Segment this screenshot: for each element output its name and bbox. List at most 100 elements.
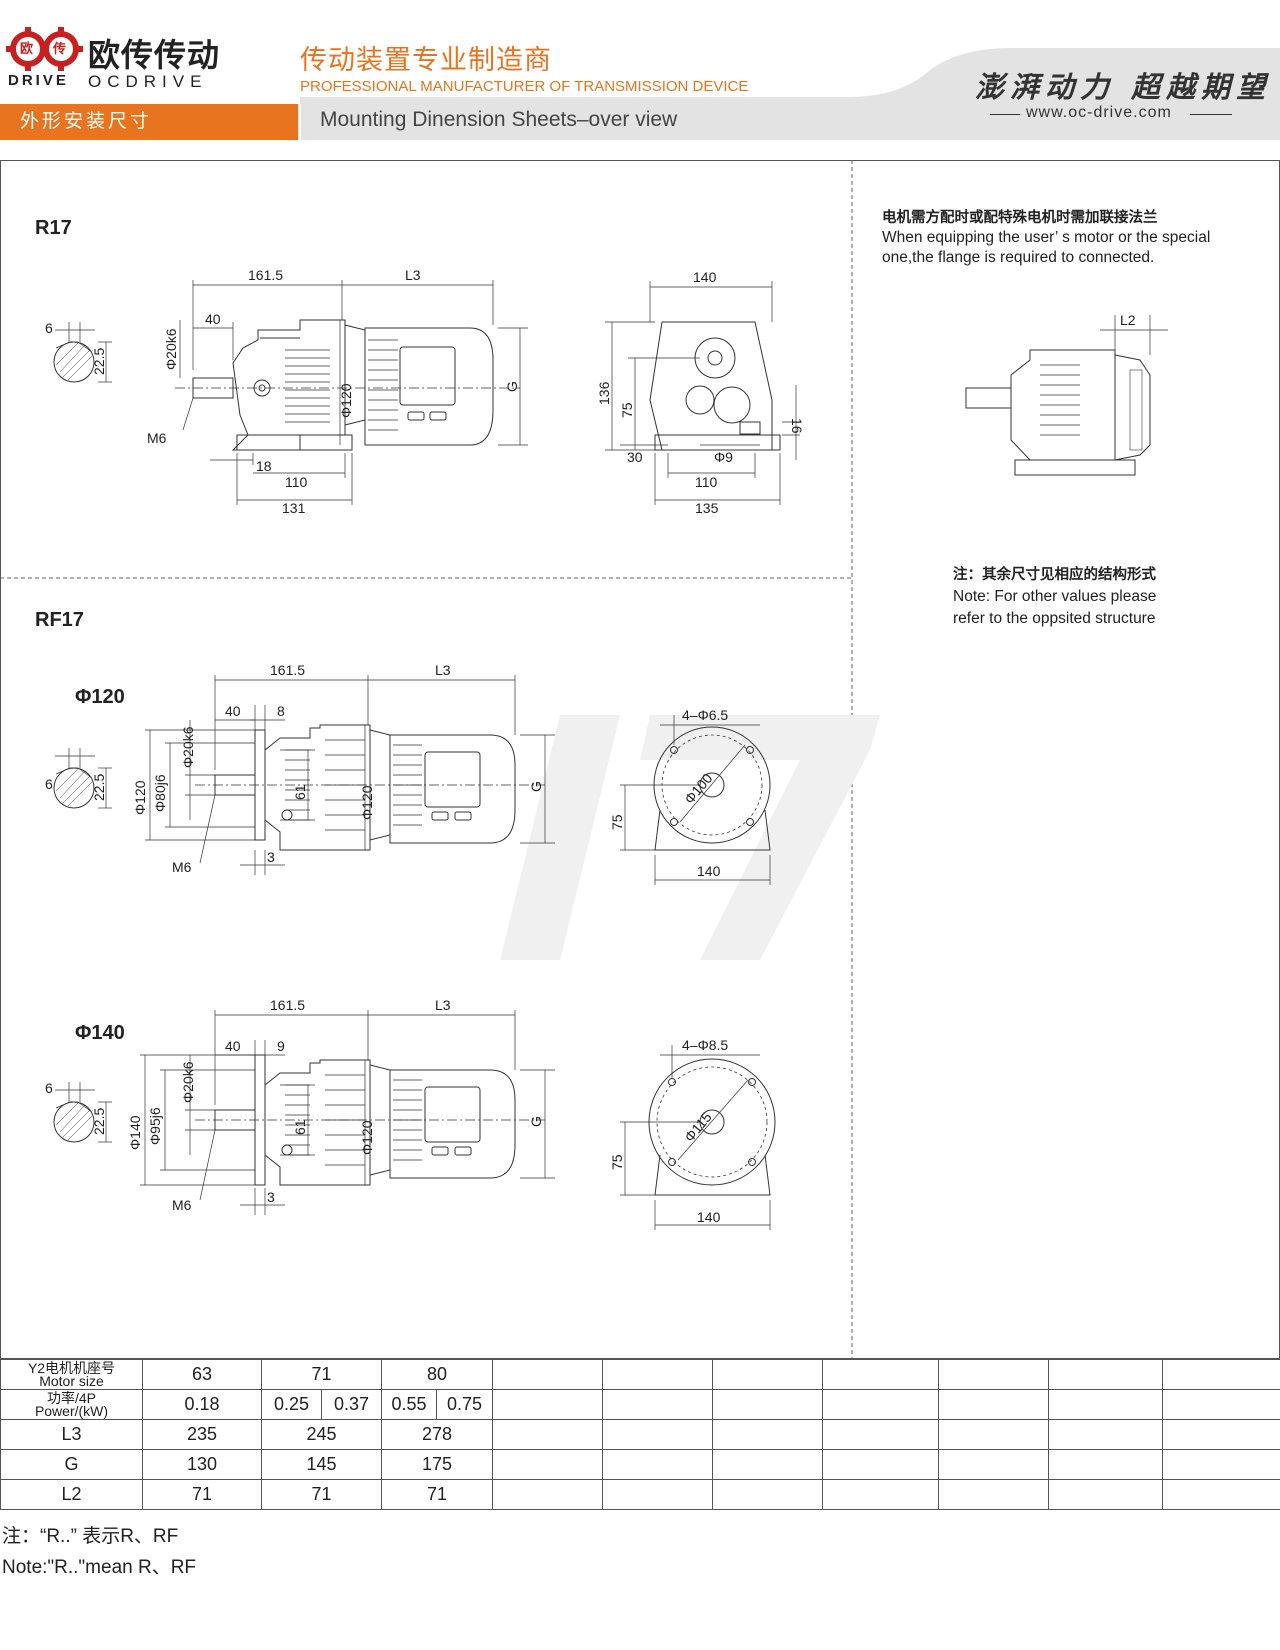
dim-phi120-motor: Φ120 [359, 785, 375, 820]
brand-name-en: OCDRIVE [88, 72, 208, 91]
l2-71: 71 [261, 1479, 382, 1510]
remark-note: 注：其余尺寸见相应的结构形式 Note: For other values pl… [953, 565, 1263, 629]
table-row-l3: L3 235 245 278 [0, 1419, 1280, 1450]
logo-char-1: 欧 [20, 41, 34, 56]
dim-phi20k6-b: Φ20k6 [180, 726, 196, 768]
dim-18: 18 [256, 458, 272, 474]
row-label-l2: L2 [0, 1479, 143, 1510]
gear-logo-icon [6, 27, 83, 71]
rf17-140-keyway: 6 22.5 [45, 1080, 112, 1143]
flange-sketch: L2 [965, 312, 1168, 476]
dim-61-c: 61 [292, 1119, 308, 1135]
dim-phi115: Φ115 [681, 1109, 715, 1145]
rf17-140-side-view: 161.5 L3 40 9 Φ140 Φ95j6 Φ20k6 61 Φ120 G… [127, 997, 555, 1215]
l3-63: 235 [142, 1419, 262, 1450]
l3-71: 245 [261, 1419, 382, 1450]
r17-front-view: 140 136 75 16 30 Φ9 110 135 [596, 269, 805, 516]
dim-phi100: Φ100 [681, 770, 716, 807]
dim-140: 140 [693, 269, 717, 285]
website-url: www.oc-drive.com [1026, 104, 1172, 121]
l2-63: 71 [142, 1479, 262, 1510]
dim-61: 61 [292, 784, 308, 800]
dim-m6-b: M6 [172, 859, 192, 875]
dim-phi120-motor-c: Φ120 [359, 1120, 375, 1155]
dim-40-c: 40 [225, 1038, 241, 1054]
remark-note-cn: 注：其余尺寸见相应的结构形式 [953, 567, 1156, 583]
dim-phi140-flange: Φ140 [127, 1115, 143, 1150]
dim-l3: L3 [405, 267, 421, 283]
dim-l2: L2 [1120, 312, 1136, 328]
power-2: 0.37 [321, 1389, 382, 1420]
logo-drive-text: DRIVE [8, 72, 69, 89]
dim-phi20k6-c: Φ20k6 [180, 1061, 196, 1103]
dim-6: 6 [45, 320, 53, 336]
dim-75: 75 [619, 402, 635, 418]
header-band [0, 0, 1280, 140]
hdr-power-cn: 功率/4P [46, 1389, 96, 1406]
dim-holes-8-5: 4–Φ8.5 [682, 1037, 728, 1053]
remark-note-en-1: Note: For other values please [953, 588, 1157, 605]
hdr-motor-cn: Y2电机机座号 [27, 1359, 116, 1376]
watermark-17 [500, 715, 880, 960]
dim-161-5-b: 161.5 [270, 662, 305, 678]
slogan-en: PROFESSIONAL MANUFACTURER OF TRANSMISSIO… [300, 78, 749, 95]
dim-3-c: 3 [267, 1189, 275, 1205]
rf17-120-side-view: 161.5 L3 40 8 Φ120 Φ80j6 Φ20k6 61 Φ120 G… [132, 662, 555, 875]
dim-75-b: 75 [609, 814, 625, 830]
dim-16: 16 [789, 418, 805, 434]
dim-161-5: 161.5 [248, 267, 283, 283]
row-label-l3: L3 [0, 1419, 143, 1450]
drawing-area: 161.5 L3 40 Φ20k6 Φ120 G M6 18 110 131 6… [0, 160, 1280, 1359]
l3-80: 278 [381, 1419, 493, 1450]
slogan-cn: 传动装置专业制造商 [300, 45, 552, 75]
g-71: 145 [261, 1449, 382, 1480]
power-4: 0.75 [436, 1389, 493, 1420]
title-r17: R17 [35, 217, 72, 239]
table-row-l2: L2 71 71 71 [0, 1479, 1280, 1510]
section-tab-label: 外形安装尺寸 [20, 111, 153, 132]
dim-8: 8 [277, 703, 285, 719]
logo-char-2: 传 [53, 41, 67, 56]
dim-135: 135 [695, 500, 719, 516]
dim-m6: M6 [147, 430, 167, 446]
dim-30: 30 [627, 449, 643, 465]
rf17-140-front-view: 4–Φ8.5 Φ115 75 140 [609, 1037, 776, 1230]
r17-keyway: 6 22.5 [45, 320, 112, 383]
rf17-120-front-view: 4–Φ6.5 Φ100 75 140 [609, 707, 771, 885]
dim-140-c: 140 [697, 1209, 721, 1225]
dim-131: 131 [282, 500, 306, 516]
dim-g-c: G [528, 1116, 544, 1127]
dim-l3-b: L3 [435, 662, 451, 678]
l2-80: 71 [381, 1479, 493, 1510]
dim-136: 136 [596, 381, 612, 405]
dim-22-5-b: 22.5 [91, 774, 107, 801]
g-80: 175 [381, 1449, 493, 1480]
section-tab: 外形安装尺寸 [0, 104, 298, 140]
logo: 欧 传 DRIVE [6, 24, 86, 89]
motor-note-cn: 电机需方配时或配特殊电机时需加联接法兰 [882, 210, 1158, 226]
hdr-power-en: Power/(kW) [34, 1402, 109, 1419]
dim-phi20k6: Φ20k6 [163, 328, 179, 370]
rf17-120-keyway: 6 22.5 [45, 748, 112, 809]
motor-size-71: 71 [261, 1359, 382, 1390]
row-label-g: G [0, 1449, 143, 1480]
dim-110: 110 [285, 474, 308, 490]
dim-holes-6-5: 4–Φ6.5 [682, 707, 728, 723]
dim-9: 9 [277, 1038, 285, 1054]
table-row-g: G 130 145 175 [0, 1449, 1280, 1480]
dim-phi9: Φ9 [714, 449, 733, 465]
title-rf17: RF17 [35, 609, 84, 631]
dim-m6-c: M6 [172, 1197, 192, 1213]
dim-6-c: 6 [45, 1080, 53, 1096]
dim-phi120: Φ120 [338, 383, 354, 418]
dim-140-b: 140 [697, 863, 721, 879]
footer-note-en: Note:"R.."mean R、RF [2, 1557, 197, 1578]
dim-phi95j6: Φ95j6 [147, 1107, 163, 1145]
motor-note-en-2: one,the flange is required to connected. [882, 249, 1155, 266]
dim-g-b: G [528, 781, 544, 792]
dim-phi120-flange: Φ120 [132, 780, 148, 815]
